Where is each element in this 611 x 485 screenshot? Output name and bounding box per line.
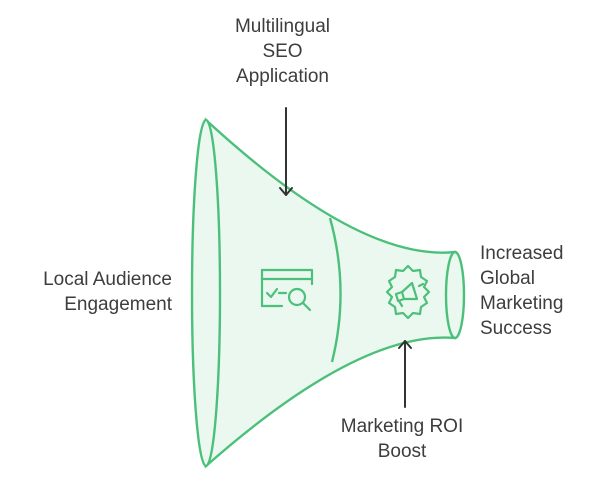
label-line: Multilingual (234, 16, 331, 37)
arrow-up-icon (398, 340, 412, 408)
label-line: Boost (377, 441, 427, 462)
funnel-outlet (444, 250, 466, 340)
funnel-opening (190, 118, 222, 468)
megaphone-badge-icon (385, 264, 431, 320)
seo-search-icon (260, 268, 314, 312)
funnel-divider (328, 217, 342, 363)
label-line: Marketing (480, 293, 564, 314)
label-line: Marketing ROI (340, 416, 464, 437)
label-line: Application (236, 66, 329, 87)
label-multilingual-seo-application: Multilingual SEO Application (200, 14, 365, 89)
label-line: SEO (262, 41, 303, 62)
label-marketing-roi-boost: Marketing ROI Boost (322, 414, 482, 464)
arrow-down-icon (279, 107, 293, 196)
label-line: Success (480, 318, 552, 339)
label-line: Global (480, 268, 535, 289)
label-increased-global-marketing-success: Increased Global Marketing Success (480, 241, 605, 341)
label-line: Engagement (64, 294, 172, 315)
label-line: Local Audience (43, 269, 172, 290)
label-line: Increased (480, 243, 564, 264)
label-local-audience-engagement: Local Audience Engagement (6, 267, 172, 317)
